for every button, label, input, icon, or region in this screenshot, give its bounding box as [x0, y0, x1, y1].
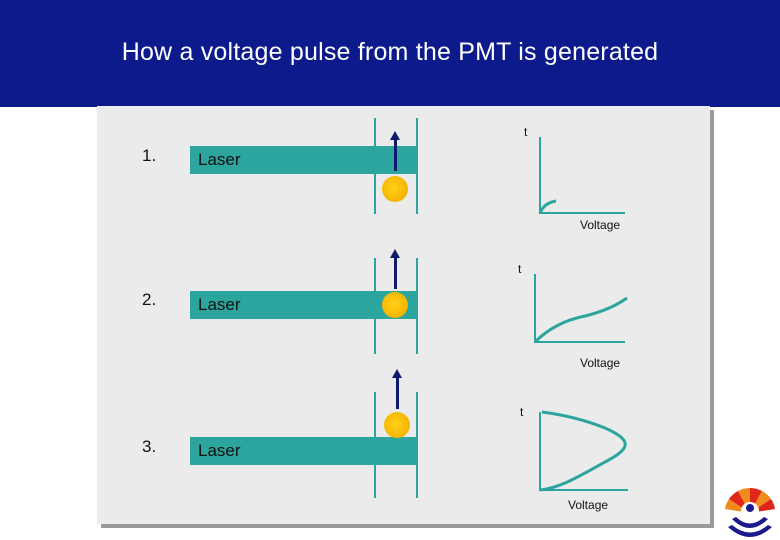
- step-1-number: 1.: [142, 146, 157, 165]
- step-2-t-axis-label: t: [518, 262, 522, 276]
- step-3-voltage-label: Voltage: [568, 498, 609, 512]
- step-3-plot-axes: [539, 412, 628, 491]
- step-3-flow-channel-left: [374, 392, 376, 498]
- step-1-voltage-trace: [538, 199, 557, 214]
- page-title: How a voltage pulse from the PMT is gene…: [121, 38, 659, 66]
- step-2-flow-arrow-icon: [394, 257, 397, 289]
- step-1-voltage-label: Voltage: [580, 218, 621, 232]
- step-3-flow-arrow-icon: [396, 377, 399, 409]
- step-1-flow-arrow-icon: [394, 139, 397, 171]
- step-1-laser-label: Laser: [198, 150, 241, 169]
- title-banner: How a voltage pulse from the PMT is gene…: [0, 0, 780, 107]
- step-2-cell: [382, 292, 408, 318]
- step-1-t-axis-label: t: [524, 125, 528, 139]
- step-2-flow-channel-right: [416, 258, 418, 354]
- step-1-flow-arrow-head-icon: [390, 131, 400, 140]
- step-3-voltage-plot: [539, 410, 628, 492]
- step-1-cell: [382, 176, 408, 202]
- step-3-number: 3.: [142, 437, 157, 456]
- step-2-number: 2.: [142, 290, 157, 309]
- step-3-flow-arrow-head-icon: [392, 369, 402, 378]
- step-2-laser-beam: Laser: [190, 291, 418, 319]
- step-3-laser-beam: Laser: [190, 437, 416, 465]
- step-3-t-axis-label: t: [520, 405, 524, 419]
- step-2-voltage-label: Voltage: [580, 356, 621, 370]
- step-2-voltage-plot: [533, 274, 628, 344]
- step-3-laser-label: Laser: [198, 441, 241, 460]
- sunburst-figure-logo-icon: [725, 487, 775, 537]
- step-2-flow-channel-left: [374, 258, 376, 354]
- step-1-laser-beam: Laser: [190, 146, 418, 174]
- step-3-flow-channel-right: [416, 392, 418, 498]
- step-1-voltage-plot: [538, 137, 625, 214]
- step-2-flow-arrow-head-icon: [390, 249, 400, 258]
- step-2-laser-label: Laser: [198, 295, 241, 314]
- step-1-flow-channel-right: [416, 118, 418, 214]
- step-3-voltage-trace: [539, 410, 627, 492]
- step-2-voltage-trace: [533, 296, 628, 344]
- step-1-flow-channel-left: [374, 118, 376, 214]
- step-3-cell: [384, 412, 410, 438]
